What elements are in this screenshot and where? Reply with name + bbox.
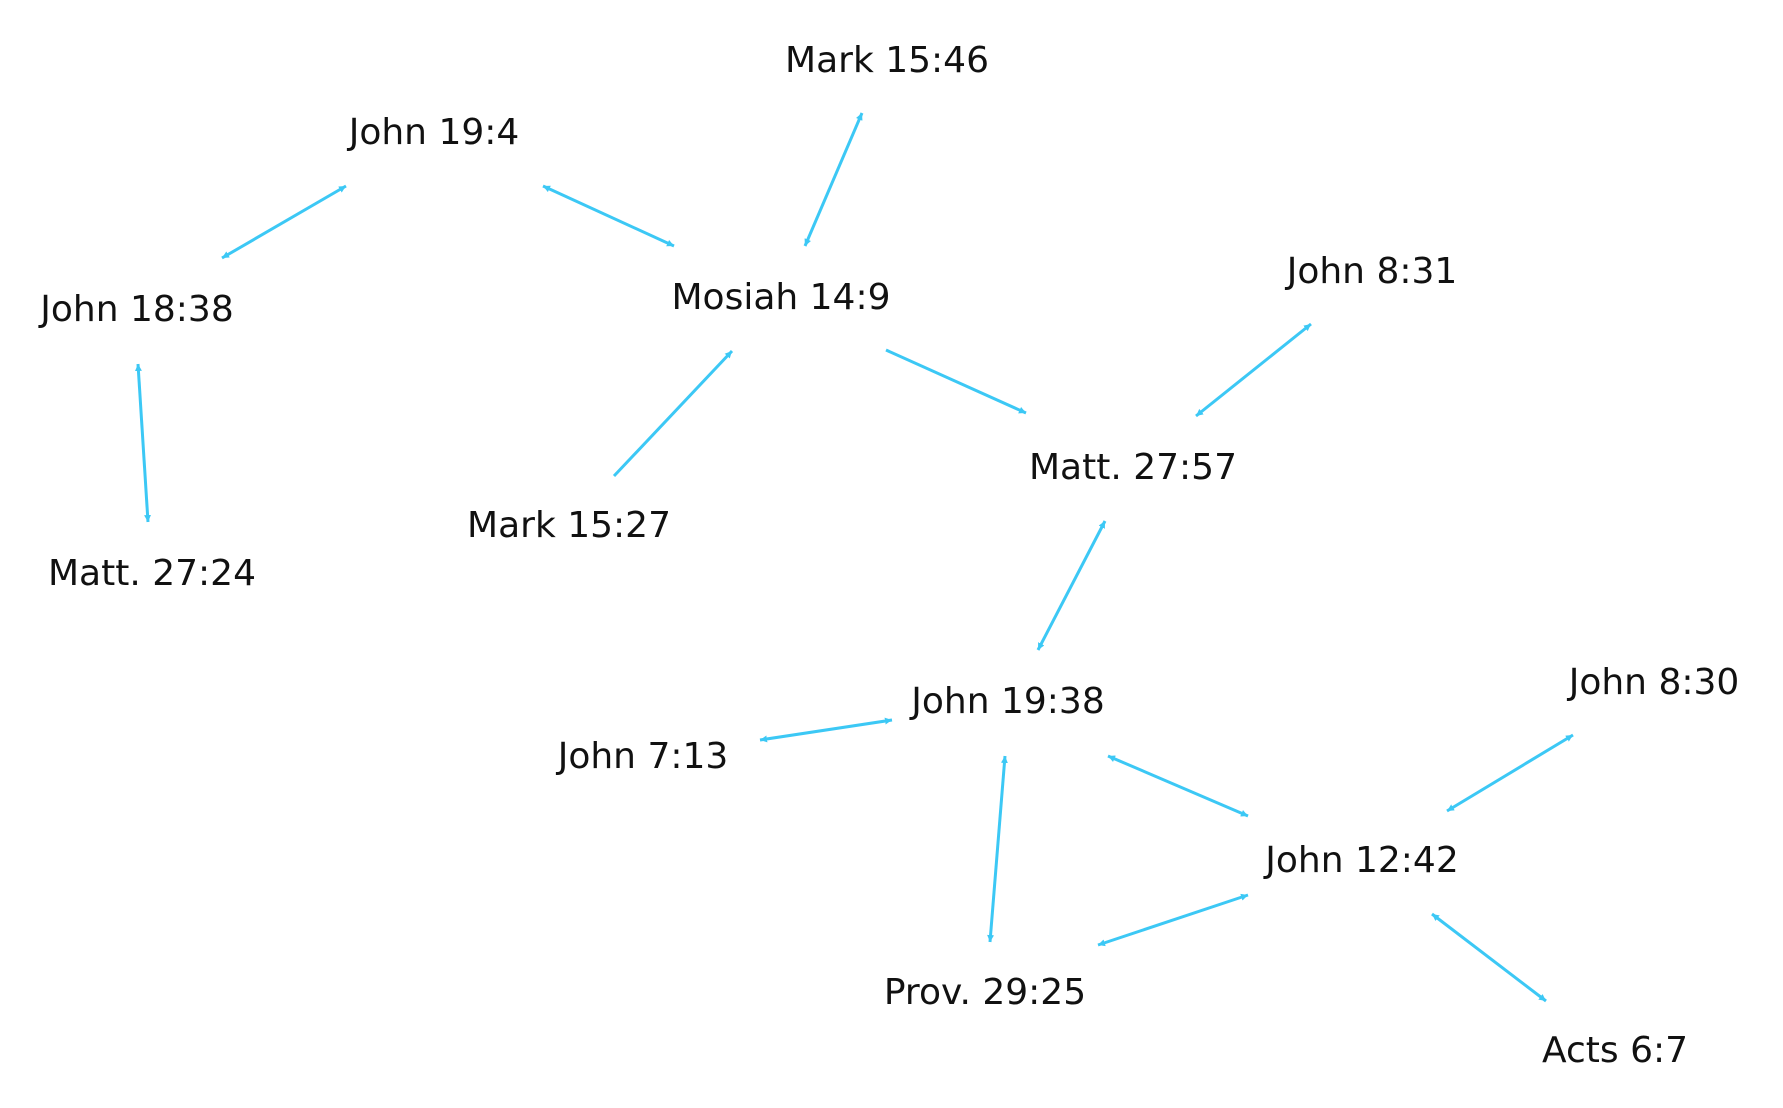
edge-john-8-30-to-john-12-42	[1446, 733, 1574, 813]
edge-john-19-4-to-mosiah-14-9	[542, 184, 675, 248]
node-label-prov-29-25: Prov. 29:25	[884, 972, 1086, 1013]
edge-prov-29-25-to-john-12-42	[1097, 893, 1249, 947]
edge-john-7-13-to-john-19-38	[759, 717, 893, 743]
node-label-john-19-4: John 19:4	[347, 112, 520, 153]
node-label-john-19-38: John 19:38	[909, 681, 1104, 722]
node-label-john-8-30: John 8:30	[1567, 662, 1740, 703]
node-label-john-18-38: John 18:38	[38, 289, 233, 330]
node-label-mosiah-14-9: Mosiah 14:9	[671, 277, 890, 318]
node-label-john-12-42: John 12:42	[1263, 840, 1458, 881]
edge-matt-27-57-to-john-19-38	[1036, 520, 1107, 651]
node-label-john-7-13: John 7:13	[556, 736, 729, 777]
edge-layer	[134, 112, 1574, 1003]
edge-john-19-38-to-john-12-42	[1107, 754, 1249, 818]
edge-mosiah-14-9-to-matt-27-57	[885, 348, 1027, 415]
node-label-mark-15-46: Mark 15:46	[785, 40, 989, 81]
edge-john-19-38-to-prov-29-25	[987, 755, 1008, 943]
edge-mark-15-46-to-mosiah-14-9	[803, 112, 864, 247]
node-label-matt-27-24: Matt. 27:24	[48, 553, 256, 594]
edge-john-12-42-to-acts-6-7	[1431, 912, 1547, 1003]
node-label-mark-15-27: Mark 15:27	[467, 505, 671, 546]
edge-john-18-38-to-matt-27-24	[134, 363, 152, 523]
edge-mark-15-27-to-mosiah-14-9	[612, 349, 734, 478]
node-label-john-8-31: John 8:31	[1285, 251, 1458, 292]
edge-john-8-31-to-matt-27-57	[1195, 322, 1312, 418]
edge-john-19-4-to-john-18-38	[221, 184, 347, 260]
node-label-acts-6-7: Acts 6:7	[1542, 1030, 1688, 1071]
node-label-matt-27-57: Matt. 27:57	[1029, 447, 1237, 488]
